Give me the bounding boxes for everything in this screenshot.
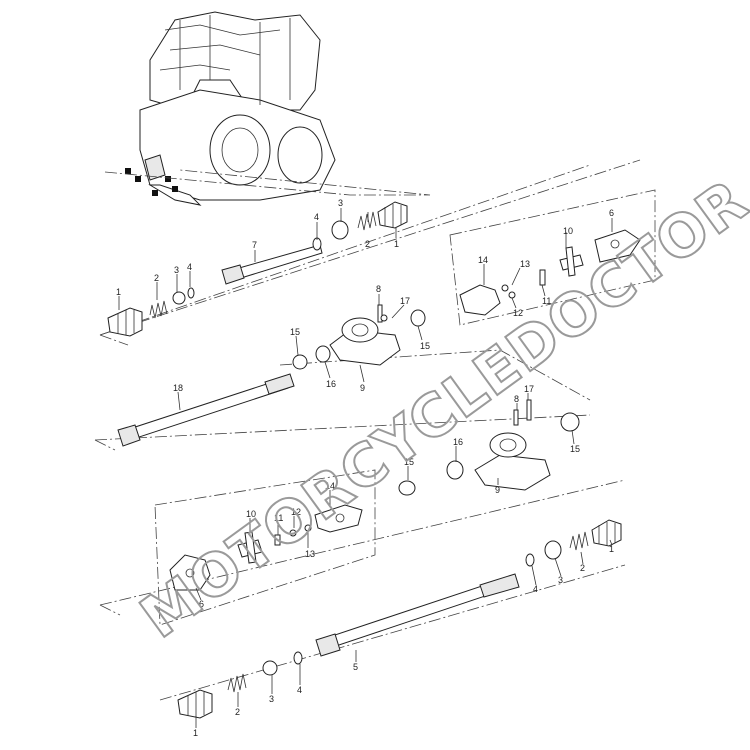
nut-12-top [508, 291, 516, 299]
seal-15-top [410, 309, 426, 327]
cv-boot-bottom-right [591, 519, 622, 547]
callout: 6 [199, 599, 204, 609]
yoke-14-bottom [314, 504, 363, 533]
seal-15-lower [398, 480, 416, 496]
bolt-8-mid [513, 409, 519, 426]
callout: 8 [376, 284, 381, 294]
ring-3-bottom-left [262, 660, 278, 676]
bearing-9-mid [474, 432, 551, 491]
callout: 1 [193, 728, 198, 738]
callout: 12 [291, 507, 301, 517]
engine-assembly [104, 11, 431, 206]
callout: 16 [453, 437, 463, 447]
clip-4-top-left [187, 287, 195, 299]
callout: 7 [252, 240, 257, 250]
callout: 9 [360, 383, 365, 393]
spring-bottom-left [227, 673, 247, 693]
callout: 14 [325, 481, 335, 491]
nut-12-bottom [289, 529, 297, 537]
callout: 12 [513, 308, 523, 318]
yoke-6-top [594, 229, 641, 263]
spring-bottom-right [569, 531, 589, 551]
cv-boot-bottom-left [177, 689, 213, 719]
callout: 18 [173, 383, 183, 393]
cv-boot-top-left [107, 307, 143, 337]
callout: 15 [570, 444, 580, 454]
callout: 8 [514, 394, 519, 404]
shaft-18 [117, 373, 295, 447]
spring-top-right [357, 211, 377, 231]
callout: 11 [542, 296, 551, 306]
callout: 14 [478, 255, 488, 265]
callout: 3 [338, 198, 343, 208]
yoke-14-top [459, 284, 501, 316]
callout: 1 [394, 239, 399, 249]
cross-joint-10-bottom [237, 531, 263, 564]
callout-labels: 4 3 2 1 7 2 3 4 1 6 10 14 13 11 12 8 17 … [116, 198, 614, 738]
callout: 4 [297, 685, 302, 695]
ring-3-bottom-right [544, 540, 562, 560]
guide-lines [94, 159, 656, 701]
callout: 9 [495, 485, 500, 495]
callout: 10 [563, 226, 573, 236]
seal-15-mid [292, 354, 308, 370]
callout: 2 [154, 273, 159, 283]
leader-lines [118, 208, 613, 728]
callout: 4 [314, 212, 319, 222]
callout: 3 [269, 694, 274, 704]
callout: 3 [558, 575, 563, 585]
callout: 13 [520, 259, 530, 269]
spring-top-left [149, 300, 168, 319]
callout: 15 [404, 457, 414, 467]
callout: 2 [235, 707, 240, 717]
ring-16-lower [446, 460, 464, 480]
washer-17-top [380, 314, 388, 322]
upper-yoke-group [329, 229, 641, 366]
bearing-9-top [329, 317, 401, 366]
shaft-7 [221, 244, 323, 285]
middle-shaft-group [117, 345, 580, 496]
callout: 4 [533, 584, 538, 594]
callout: 2 [580, 563, 585, 573]
callout: 17 [400, 296, 410, 306]
callout: 1 [609, 544, 614, 554]
callout: 6 [609, 208, 614, 218]
yoke-6-bottom [169, 554, 211, 591]
bolt-11-top [539, 269, 546, 286]
callout: 16 [326, 379, 336, 389]
ring-3-top-left [172, 291, 186, 305]
callout: 10 [246, 509, 256, 519]
washer-13-top [501, 284, 509, 292]
top-shaft-group [107, 201, 408, 337]
lower-yoke-group [169, 504, 363, 591]
cv-boot-top-right [377, 201, 408, 229]
callout: 11 [274, 513, 283, 523]
callout: 5 [353, 662, 358, 672]
ring-16-mid [315, 345, 331, 363]
ring-3-top-right [331, 220, 349, 240]
seal-15-mid-right [560, 412, 580, 432]
callout: 1 [116, 287, 121, 297]
clip-4-bottom-right [525, 553, 535, 567]
callout: 15 [420, 341, 430, 351]
callout: 15 [290, 327, 300, 337]
callout: 4 [187, 262, 192, 272]
bottom-shaft-group [177, 519, 622, 719]
callout: 13 [305, 549, 315, 559]
callout: 2 [365, 239, 370, 249]
callout: 17 [524, 384, 534, 394]
bolt-17-mid [526, 399, 532, 421]
callout: 3 [174, 265, 179, 275]
cross-joint-10-top [559, 246, 584, 277]
washer-13-bottom [304, 524, 312, 532]
clip-4-bottom-left [293, 651, 303, 665]
shaft-5 [315, 573, 520, 657]
